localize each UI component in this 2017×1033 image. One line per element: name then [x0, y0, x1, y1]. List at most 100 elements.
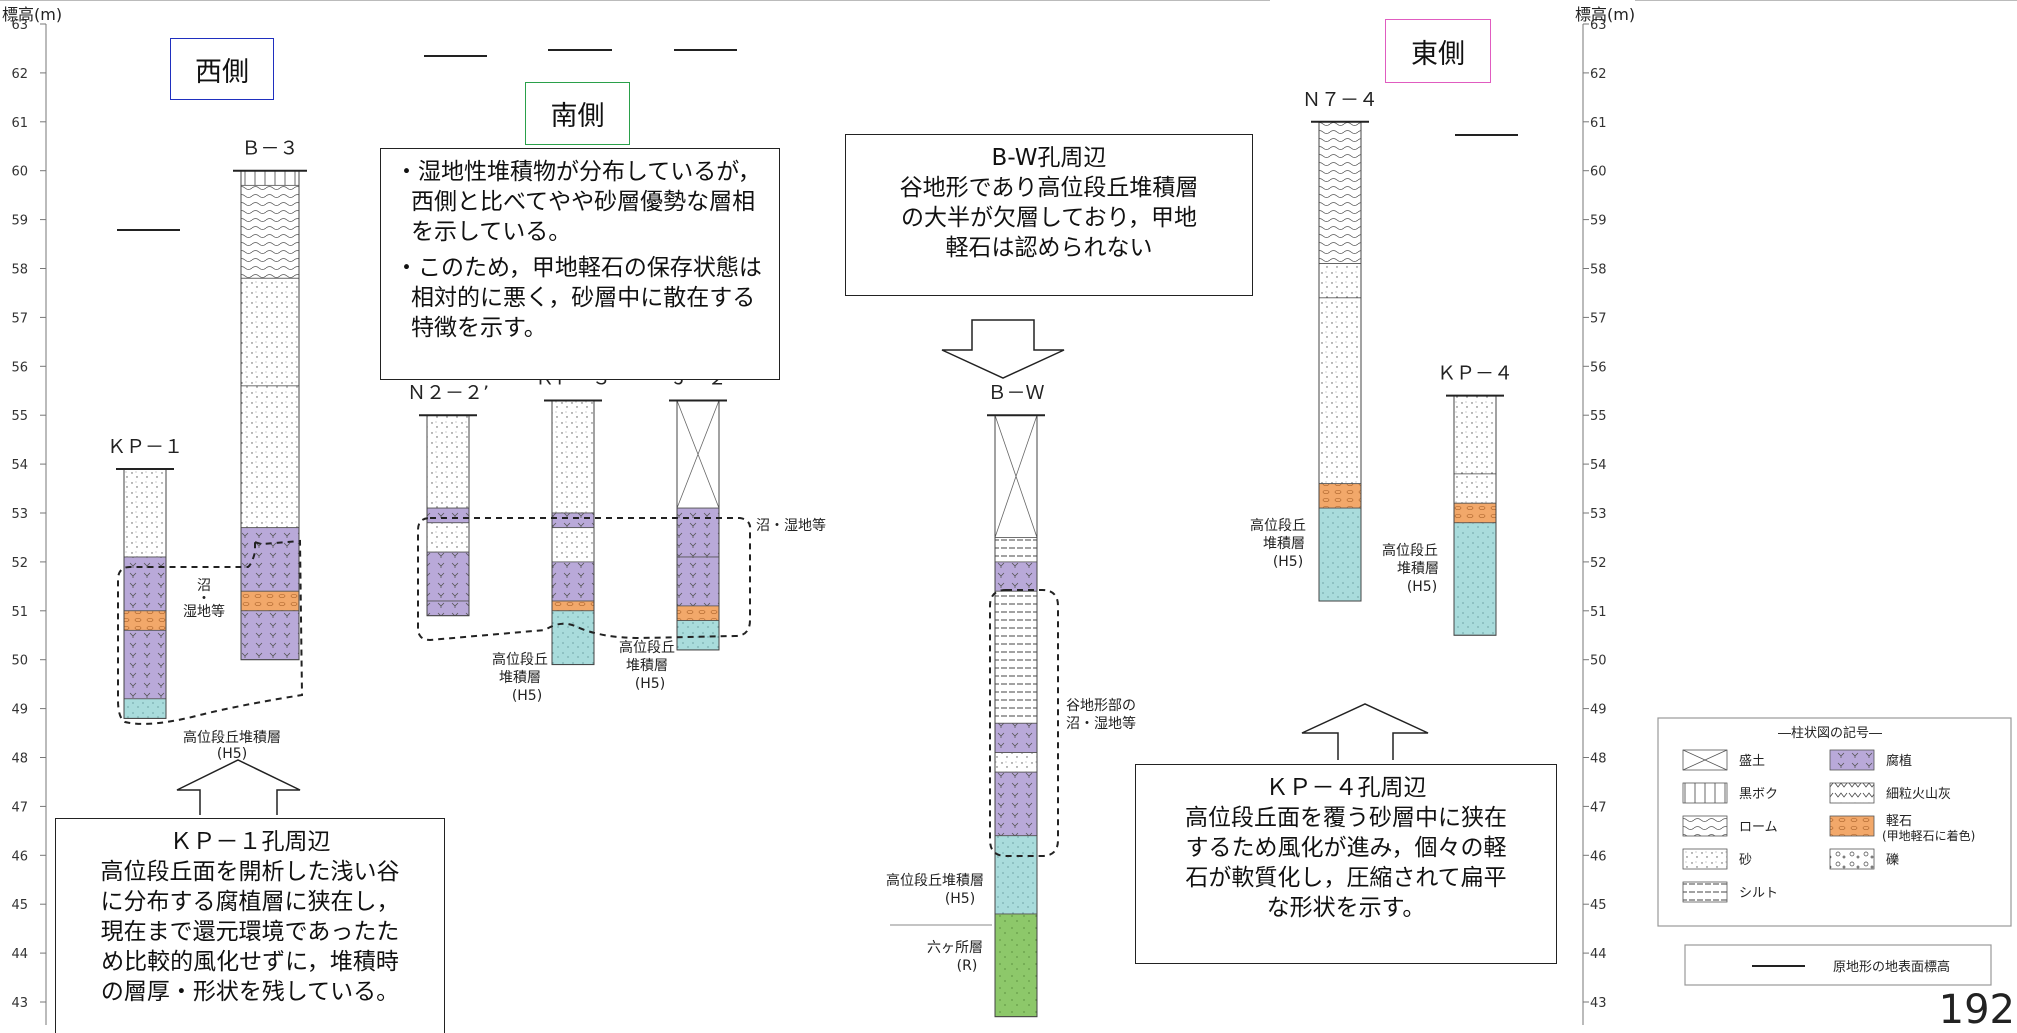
borehole-layer-silt	[994, 537, 1038, 563]
borehole-layer-humus	[551, 561, 595, 602]
borehole: ＫＰ－１	[107, 436, 183, 719]
borehole-layer-silt	[994, 590, 1038, 724]
borehole-layer-pumice	[1453, 502, 1497, 524]
axis-tick-label: 57	[1590, 311, 1607, 326]
label-h5-j2-2: 堆積層	[626, 658, 668, 674]
borehole-layer-sand	[1318, 297, 1362, 485]
axis-tick-label: 47	[1590, 800, 1607, 815]
legend-label: 黒ボク	[1739, 787, 1778, 802]
axis-tick-label: 50	[11, 654, 28, 669]
legend-item: シルト	[1682, 881, 1778, 903]
borehole-layer-humus	[123, 629, 167, 700]
borehole-layer-sand	[1453, 395, 1497, 475]
borehole-layer-sand	[994, 752, 1038, 773]
note-bw: B-W孔周辺 谷地形であり高位段丘堆積層 の大半が欠層しており，甲地 軽石は認め…	[845, 134, 1253, 296]
borehole-layer-h5	[123, 698, 167, 719]
borehole-layer-humus	[551, 512, 595, 529]
boreholes: ＫＰ－１Ｂ－３Ｎ２－２’ＫＰ－３Ｊ－２Ｂ－ＷＮ７－４ＫＰ－４	[107, 89, 1513, 1018]
legend-swatch-ash	[1829, 782, 1875, 804]
note-kp1-line-1: ＫＰ－１孔周辺	[169, 829, 331, 855]
axis-tick-label: 49	[11, 703, 28, 718]
axis-tick-label: 50	[1590, 654, 1607, 669]
label-h5-kp4-1: 高位段丘	[1382, 542, 1438, 559]
borehole-layer-humus	[994, 771, 1038, 837]
arrow-down-bw	[941, 319, 1065, 379]
axis-tick-label: 44	[1590, 947, 1607, 962]
borehole-layer-humus	[240, 610, 300, 661]
borehole-layer-humus	[426, 600, 470, 617]
borehole-name: Ｂ－Ｗ	[987, 382, 1044, 404]
borehole-layer-sand	[240, 277, 300, 387]
axis-tick-label: 45	[11, 898, 28, 913]
note-kp4-line-3: するため風化が進み，個々の軽	[1185, 835, 1507, 861]
axis-label-left: 標高(m)	[2, 5, 62, 24]
borehole-layer-h5	[1318, 507, 1362, 602]
note-kp1: ＫＰ－１孔周辺 高位段丘面を開析した浅い谷 に分布する腐植層に狭在し， 現在まで…	[55, 818, 445, 1033]
borehole: ＫＰ－４	[1437, 363, 1513, 636]
note-kp1-line-3: に分布する腐植層に狭在し，	[100, 889, 400, 915]
borehole-layer-humus	[123, 556, 167, 612]
legend-label: 軽石	[1886, 814, 1912, 829]
borehole-layer-sand	[426, 522, 470, 553]
note-south-line-1: ・湿地性堆積物が分布しているが，西側と比べてやや砂層優勢な層相を示している。	[395, 159, 761, 245]
axis-tick-label: 59	[11, 214, 28, 229]
label-h5-kp3-2: 堆積層	[499, 670, 541, 686]
axis-tick-label: 54	[11, 458, 28, 473]
borehole: Ｊ－２	[669, 368, 727, 651]
axis-tick-label: 44	[11, 947, 28, 962]
borehole-layer-sand	[551, 527, 595, 563]
axis-tick-label: 61	[1590, 116, 1607, 131]
label-h5-kp3-1: 高位段丘	[492, 651, 548, 668]
axis-tick-label: 49	[1590, 703, 1607, 718]
label-h5-bw-1: 高位段丘堆積層	[886, 872, 984, 889]
label-h5-j2-1: 高位段丘	[619, 639, 675, 656]
header-south: 南側	[525, 82, 630, 145]
legend-sublabel: (甲地軽石に着色)	[1882, 828, 1975, 843]
borehole-layer-humus	[994, 722, 1038, 754]
note-kp1-line-2: 高位段丘面を開析した浅い谷	[100, 859, 400, 885]
label-h5-kp1-code: (H5)	[217, 746, 247, 762]
borehole-layer-pumice	[240, 590, 300, 612]
axis-tick-label: 54	[1590, 458, 1607, 473]
borehole-layer-pumice	[123, 610, 167, 631]
axis-tick-label: 48	[1590, 752, 1607, 767]
axis-tick-label: 62	[1590, 67, 1607, 82]
note-kp4-line-4: 石が軟質化し，圧縮されて扁平	[1185, 865, 1507, 891]
swamp-label-bw-2: 沼・湿地等	[1066, 715, 1136, 732]
axis-tick-label: 53	[11, 507, 28, 522]
axis-tick-label: 52	[1590, 556, 1607, 571]
borehole-layer-sand	[1453, 473, 1497, 504]
axis-tick-label: 48	[11, 752, 28, 767]
axis-tick-label: 55	[1590, 409, 1607, 424]
axis-tick-label: 46	[11, 849, 28, 864]
borehole-name: Ｎ２－２’	[407, 382, 489, 404]
legend-swatch-loam	[1682, 815, 1728, 837]
label-h5-kp3-3: (H5)	[512, 688, 542, 704]
borehole-layer-h5	[994, 835, 1038, 915]
note-bw-line-4: 軽石は認められない	[945, 235, 1153, 261]
borehole-name: Ｂ－３	[241, 138, 298, 160]
borehole-layer-pumice	[551, 600, 595, 612]
elevation-axis-right: 6362616059585756555453525150494847464544…	[1582, 18, 1607, 1025]
borehole-name: Ｎ７－４	[1302, 89, 1378, 111]
borehole: Ｂ－３	[233, 138, 307, 661]
borehole: Ｎ２－２’	[407, 382, 489, 617]
borehole-layer-humus	[994, 561, 1038, 592]
swamp-label-bw-1: 谷地形部の	[1066, 698, 1136, 714]
axis-tick-label: 53	[1590, 507, 1607, 522]
borehole-layer-h5	[676, 620, 720, 651]
note-bw-line-3: の大半が欠層しており，甲地	[900, 205, 1197, 231]
label-h5-n74-2: 堆積層	[1263, 536, 1305, 552]
borehole-layer-loam	[1318, 121, 1362, 265]
note-kp1-line-6: の層厚・形状を残している。	[100, 979, 400, 1005]
legend-swatch-humus	[1829, 749, 1875, 771]
legend-title: ―柱状図の記号―	[1778, 725, 1882, 741]
legend-swatch-kuroboku	[1682, 782, 1728, 804]
label-rokkasho-2: (R)	[957, 958, 978, 974]
borehole-layer-humus	[426, 507, 470, 524]
axis-tick-label: 56	[1590, 360, 1607, 375]
legend-surface-label: 原地形の地表面標高	[1833, 959, 1950, 975]
borehole-layer-rokkasho	[994, 913, 1038, 1018]
legend-label: 盛土	[1739, 754, 1765, 769]
label-h5-n74-1: 高位段丘	[1250, 517, 1306, 534]
